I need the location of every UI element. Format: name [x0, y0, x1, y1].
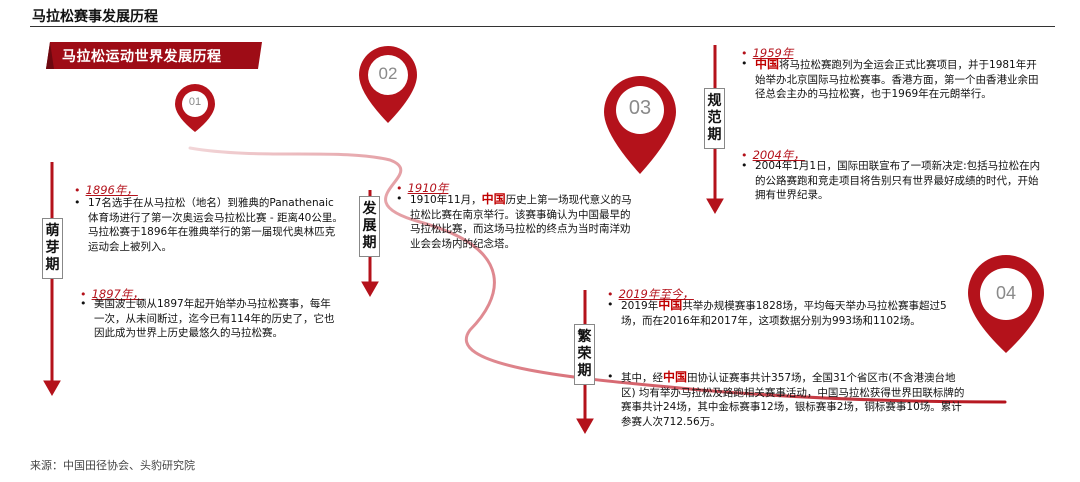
event-2004-year: • 2004年，: [741, 148, 805, 162]
pin-04-icon: [968, 255, 1044, 353]
page-title: 马拉松赛事发展历程: [32, 9, 158, 25]
banner-title: 马拉松运动世界发展历程: [62, 49, 222, 65]
pin-number-02: 02: [378, 64, 398, 83]
event-2004-text: • 2004年1月1日，国际田联宣布了一项新决定:包括马拉松在内的公路赛跑和竞走…: [741, 159, 1041, 202]
timeline-curve: [188, 146, 1007, 404]
event-2019-year: • 2019年至今，: [607, 287, 694, 301]
stage-label-mengya: 萌芽期: [42, 218, 63, 279]
pin-number-04: 04: [995, 283, 1017, 303]
pin-number-01: 01: [188, 96, 202, 108]
banner-ribbon: [46, 42, 262, 69]
pin-number-03: 03: [628, 97, 652, 119]
stage-label-guifan: 规范期: [704, 88, 725, 149]
event-1897-year: • 1897年，: [80, 287, 144, 301]
event-2019-text: • 2019年中国共举办规模赛事1828场，平均每天举办马拉松赛事超过5场，而在…: [607, 298, 947, 327]
event-1910-year: • 1910年: [396, 181, 449, 195]
source-note: 来源：中国田径协会、头豹研究院: [30, 459, 195, 472]
event-1959-text: • 中国将马拉松赛跑列为全运会正式比赛项目，并于1981年开始举办北京国际马拉松…: [741, 57, 1039, 101]
event-china-certified-text: • 其中，经中国田协认证赛事共计357场，全国31个省区市(不含港澳台地区) 均…: [607, 370, 965, 428]
event-1896-year: • 1896年，: [74, 183, 138, 197]
event-1910-text: • 1910年11月，中国历史上第一场现代意义的马拉松比赛在南京举行。该赛事确认…: [396, 192, 632, 250]
pin-03-icon: [604, 76, 676, 174]
pin-02-icon: [359, 46, 417, 123]
event-1896-text: • 17名选手在从马拉松（地名）到雅典的Panathenaic体育场进行了第一次…: [74, 196, 343, 253]
event-1897-text: • 美国波士顿从1897年起开始举办马拉松赛事，每年一次，从未间断过，迄今已有1…: [80, 297, 335, 340]
stage-label-fazhan: 发展期: [359, 196, 380, 257]
pin-01-icon: [175, 84, 215, 132]
title-divider: [30, 26, 1055, 27]
stage-label-fanrong: 繁荣期: [574, 324, 595, 385]
event-1959-year: • 1959年: [741, 46, 794, 60]
